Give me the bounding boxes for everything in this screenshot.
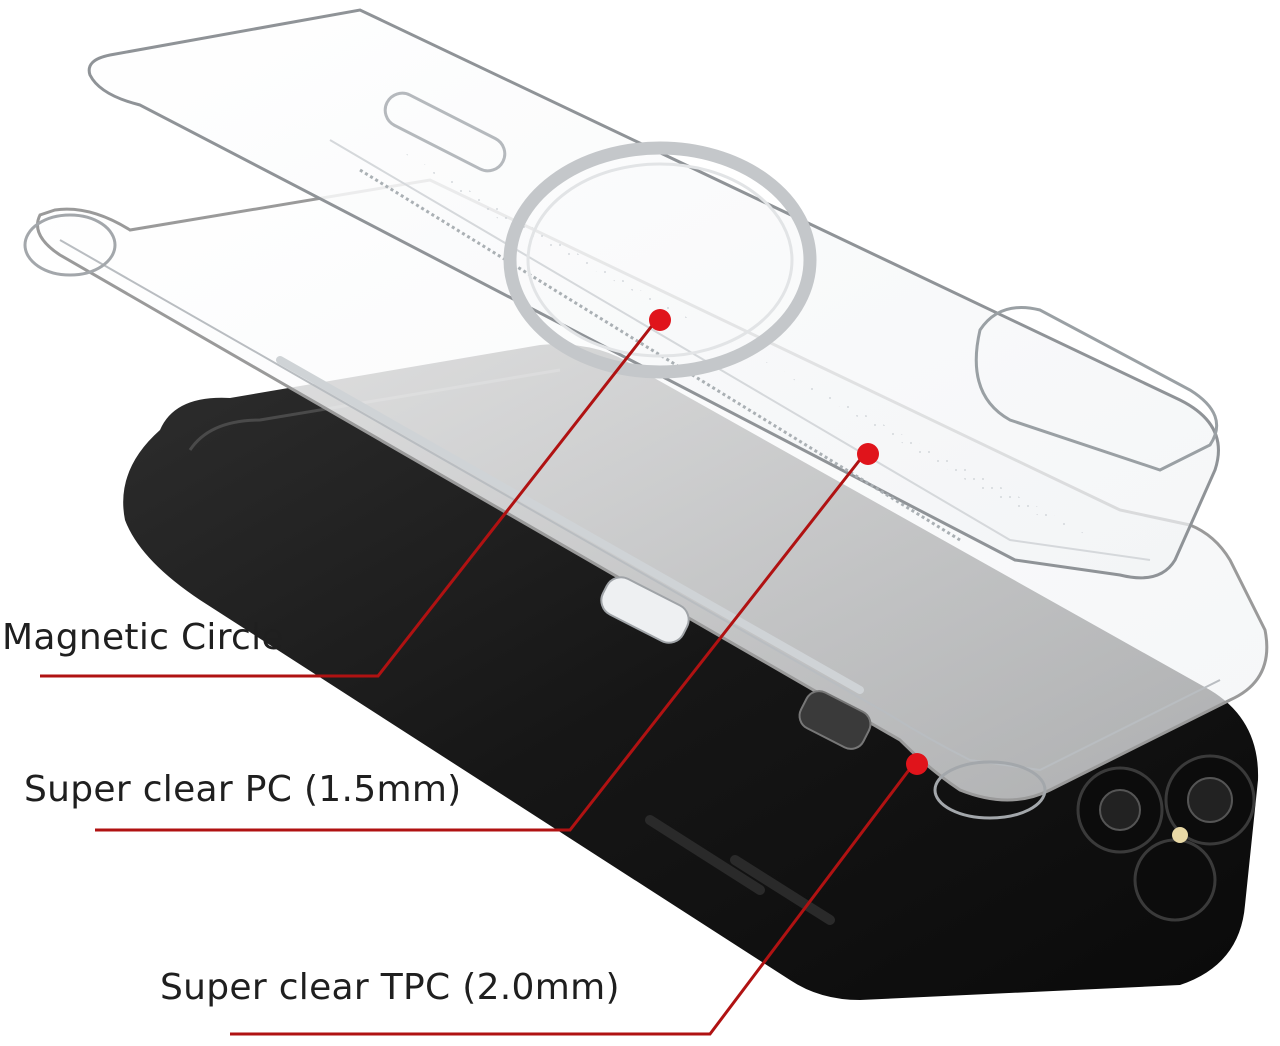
callout-dots <box>649 309 928 775</box>
callout-label-super-clear-tpc: Super clear TPC (2.0mm) <box>160 967 620 1008</box>
clear-case-frame <box>23 178 1269 820</box>
callout-label-super-clear-pc: Super clear PC (1.5mm) <box>24 769 462 810</box>
magnetic-ring <box>503 141 817 379</box>
clear-back-panel <box>87 8 1220 580</box>
phone-body <box>123 344 1259 1000</box>
leader-line-super-clear-tpc <box>230 761 917 1036</box>
callout-dot-magnetic-circle <box>649 309 671 331</box>
camera-cluster <box>1076 754 1256 922</box>
callout-dot-super-clear-tpc <box>906 753 928 775</box>
callout-leaders <box>40 317 917 1036</box>
leader-line-super-clear-pc <box>95 451 868 832</box>
camera-cutout <box>974 306 1219 472</box>
callout-dot-super-clear-pc <box>857 443 879 465</box>
leader-line-magnetic-circle <box>40 317 660 678</box>
callout-label-magnetic-circle: Magnetic Circle <box>2 617 284 658</box>
